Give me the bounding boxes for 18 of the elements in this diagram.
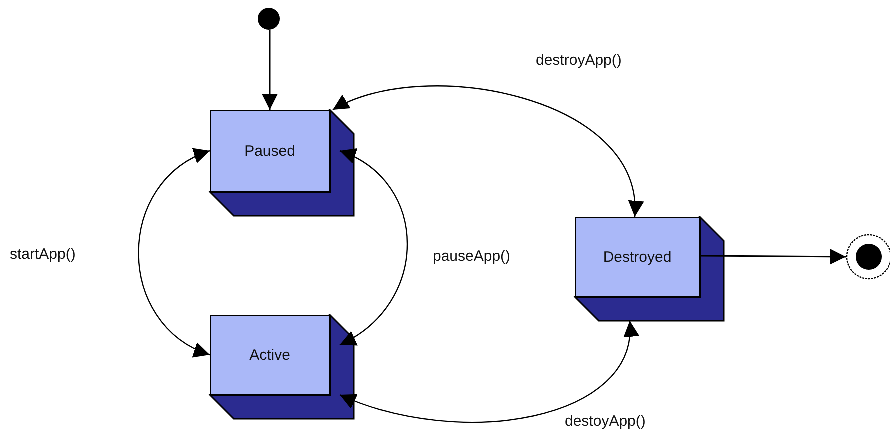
initial-state-dot	[258, 8, 280, 30]
state-box	[210, 315, 354, 419]
transition-arrow	[262, 30, 278, 110]
state-box	[575, 217, 724, 321]
edge-label: destoyApp()	[563, 413, 648, 430]
edge-label: startApp()	[8, 246, 78, 263]
state-name: Paused	[244, 142, 296, 160]
transition-arrow	[700, 248, 846, 265]
transition-arrow	[138, 150, 210, 356]
transition-arrow	[340, 320, 638, 424]
state-name: Destroyed	[603, 248, 672, 266]
transition-arrow	[340, 150, 408, 346]
state-box	[210, 110, 354, 216]
state-name: Active	[250, 346, 290, 364]
edge-label: destroyApp()	[534, 52, 624, 69]
final-state-symbol	[846, 234, 890, 280]
edge-label: pauseApp()	[431, 248, 513, 265]
transition-arrow	[332, 86, 642, 218]
